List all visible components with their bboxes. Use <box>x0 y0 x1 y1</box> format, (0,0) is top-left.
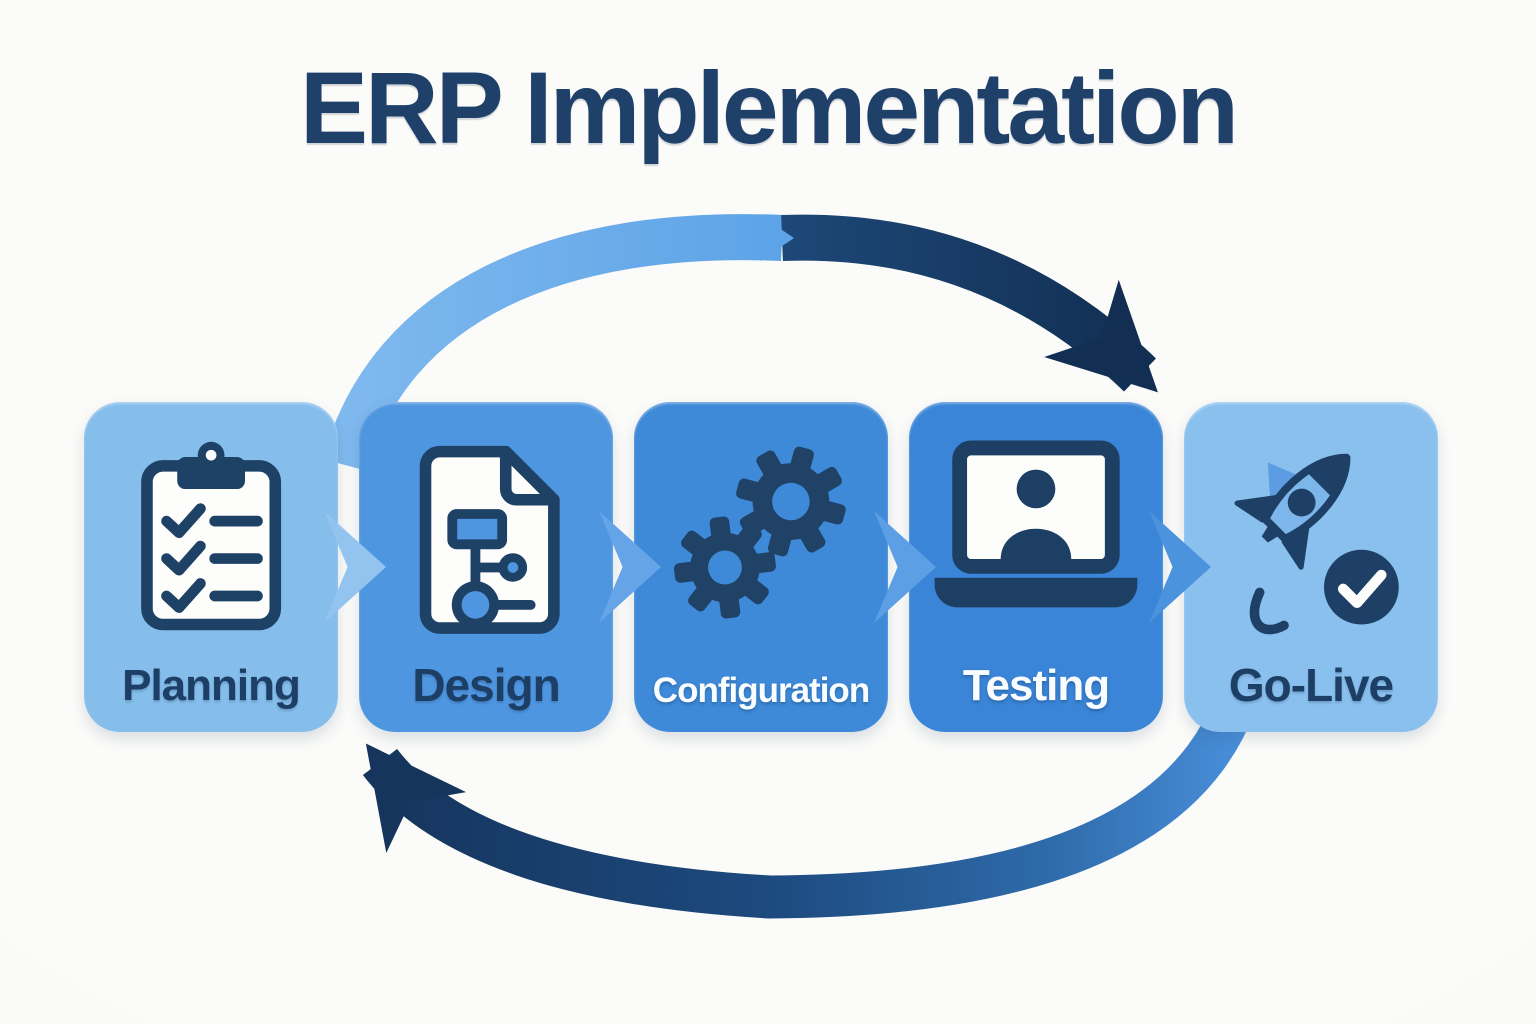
page-title: ERP Implementation <box>300 51 1239 165</box>
stage-card-planning: Planning <box>84 402 338 732</box>
document-flowchart-icon <box>419 445 560 634</box>
stage-label-golive: Go-Live <box>1228 659 1394 711</box>
rocket-launch-check-icon <box>1234 453 1399 635</box>
gears-icon <box>673 446 846 619</box>
stage-card-configuration: Configuration <box>634 402 888 732</box>
stage-card-design: Design <box>359 402 613 732</box>
stage-card-golive: Go-Live <box>1184 402 1438 732</box>
arrow-segment-chevron <box>760 215 794 261</box>
stage-label-design: Design <box>412 659 560 711</box>
cycle-arrow-return <box>362 646 1270 919</box>
cycle-arrow-forward <box>322 214 1158 472</box>
clipboard-checklist-icon <box>141 441 281 631</box>
stage-label-configuration: Configuration <box>652 671 870 710</box>
stage-label-testing: Testing <box>962 661 1110 710</box>
stage-card-testing: Testing <box>909 402 1163 732</box>
laptop-user-icon <box>934 440 1138 608</box>
stage-label-planning: Planning <box>122 661 301 710</box>
